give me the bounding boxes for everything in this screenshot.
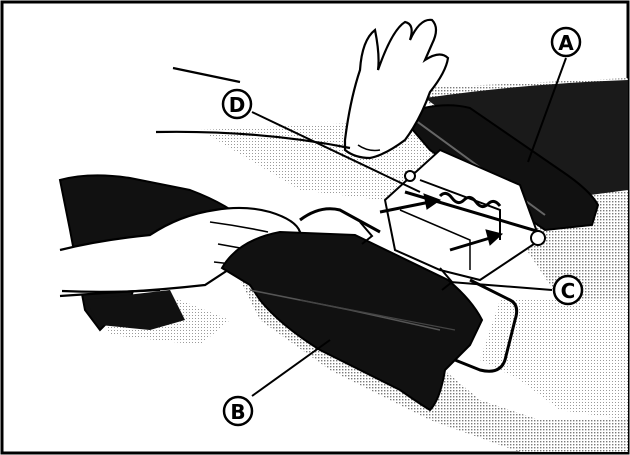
callout-a: A [552,28,580,56]
callout-b-label: B [230,400,245,424]
callout-d-label: D [229,93,246,117]
callout-b: B [224,397,252,425]
callout-c: C [554,276,582,304]
callout-c-label: C [561,279,576,303]
callout-a-label: A [558,31,574,55]
callout-d: D [223,90,251,118]
